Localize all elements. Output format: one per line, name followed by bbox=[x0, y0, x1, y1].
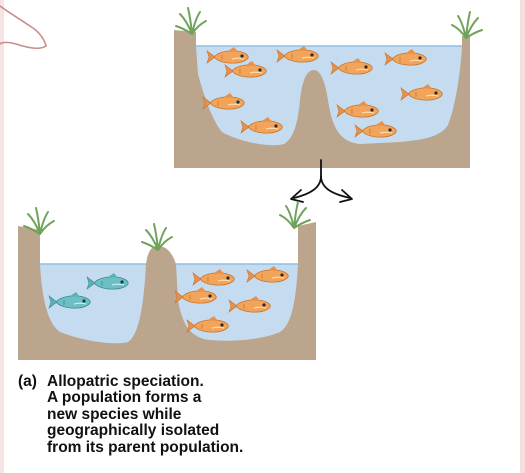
split-arrow-icon bbox=[290, 159, 353, 203]
caption-line-2: A population forms a bbox=[47, 389, 202, 407]
pond-parent-population bbox=[174, 7, 483, 168]
caption-label: (a) bbox=[18, 373, 37, 390]
pen-annotation bbox=[0, 5, 47, 49]
land-barrier bbox=[146, 246, 176, 300]
grass-icon bbox=[175, 7, 207, 35]
caption-line-5: from its parent population. bbox=[47, 438, 244, 456]
caption-line-4: geographically isolated bbox=[47, 422, 220, 440]
caption-line-1: (a)Allopatric speciation. bbox=[18, 373, 204, 390]
grass-icon bbox=[451, 11, 483, 39]
grass-icon bbox=[141, 223, 173, 251]
grass-icon bbox=[279, 201, 311, 229]
figure-caption: (a)Allopatric speciation. A population f… bbox=[18, 373, 338, 456]
pond-isolated-populations bbox=[18, 201, 316, 360]
caption-line-3: new species while bbox=[47, 405, 182, 423]
